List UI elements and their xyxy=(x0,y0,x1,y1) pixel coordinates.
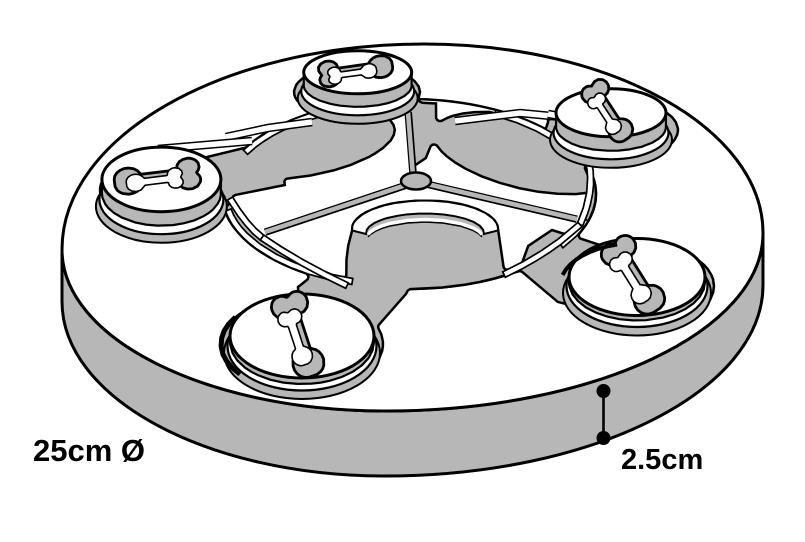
wall-top-strip-pocket-left xyxy=(225,119,313,140)
rib-left-highlight xyxy=(263,178,408,229)
rib-right-highlight xyxy=(424,177,579,216)
rim-lip-front-right xyxy=(576,156,595,227)
pad-B-bone-ledge xyxy=(586,92,623,136)
rib-right xyxy=(422,180,578,222)
rib-left xyxy=(264,181,410,235)
thickness-dimension xyxy=(596,384,611,445)
rib-up-highlight xyxy=(402,111,410,177)
thickness-label: 2.5cm xyxy=(621,444,704,476)
pad-E-bone-ledge xyxy=(125,166,184,193)
rib-up xyxy=(405,111,416,177)
hub-wall-step-shadow xyxy=(367,221,483,238)
tray-C-shadow-edge xyxy=(560,242,618,276)
hub-wall-step xyxy=(366,217,484,236)
pad-C-bone-ledge xyxy=(608,251,653,305)
pad-D-bone-ledge xyxy=(277,307,314,367)
pocket-wall-band-left xyxy=(259,233,350,290)
hub xyxy=(399,171,433,191)
hub-wall-crescent xyxy=(351,199,500,236)
pad-A-bone-ledge xyxy=(326,62,378,86)
pocket-wall-band-right xyxy=(501,221,584,279)
tray-D-shadow-edge xyxy=(218,315,242,377)
diameter-label: 25cm Ø xyxy=(33,433,146,468)
rim-lip-front-left-lip xyxy=(224,207,354,286)
